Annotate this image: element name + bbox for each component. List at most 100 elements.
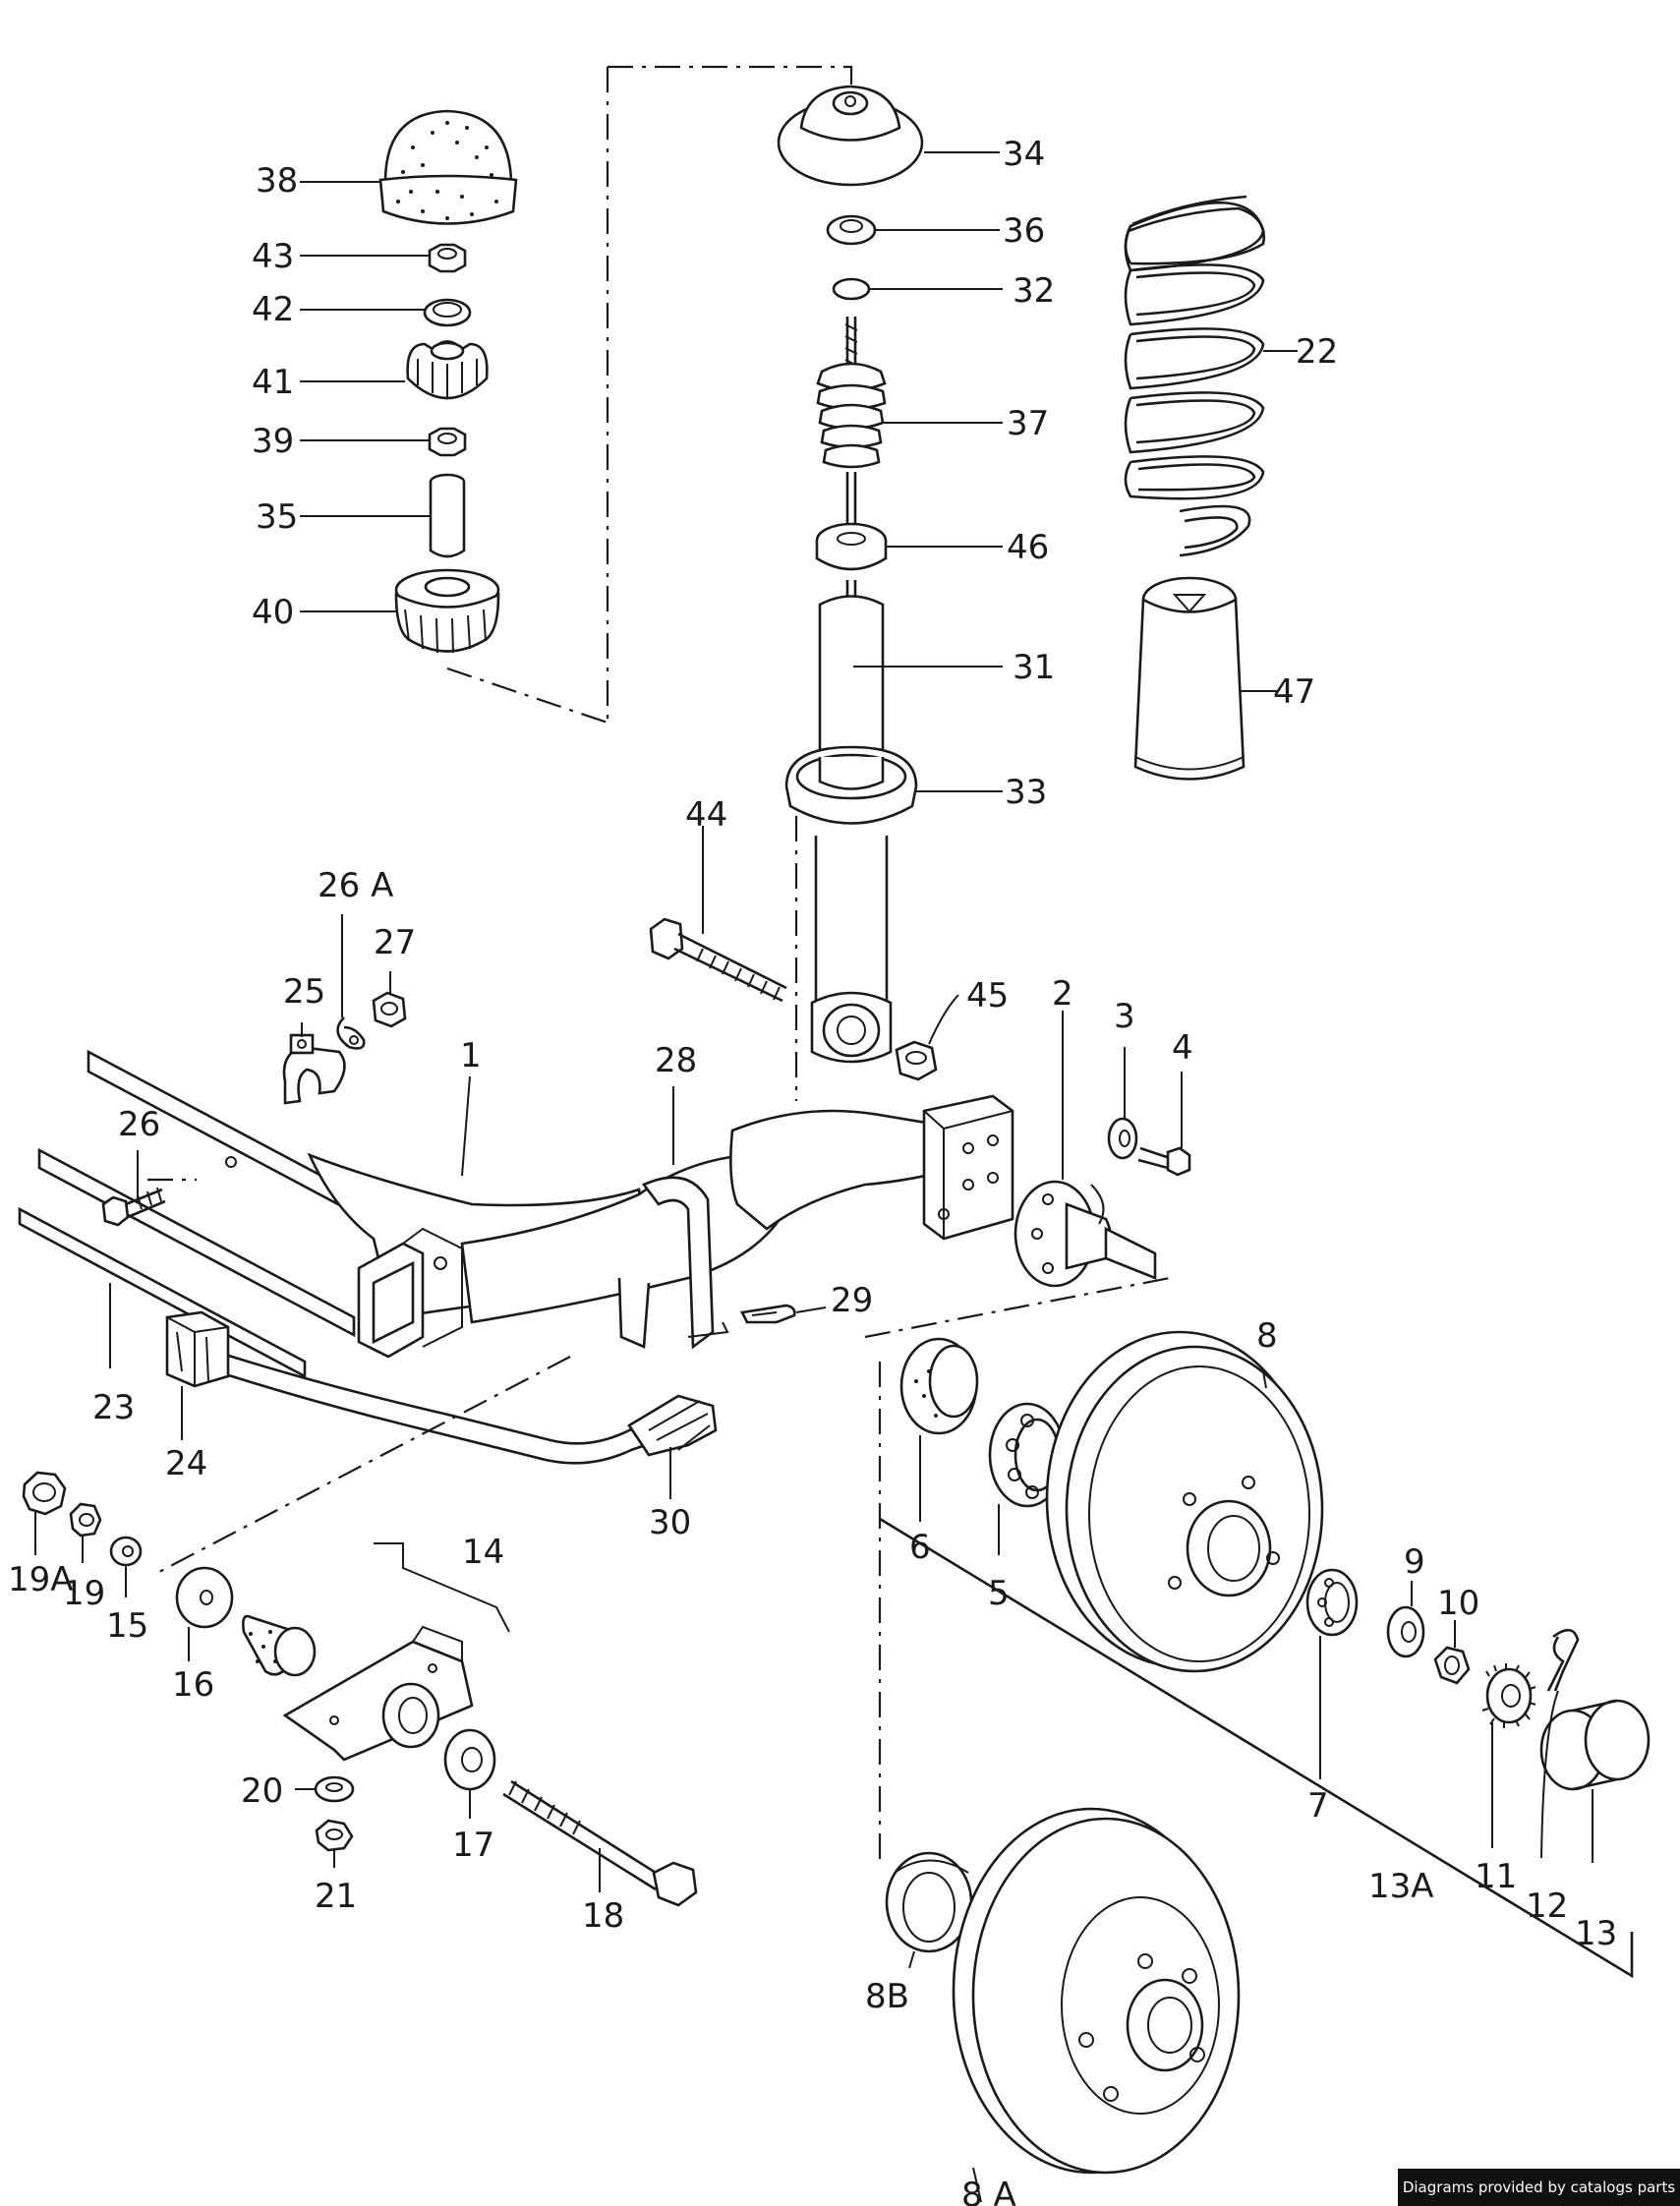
callout-24: 24: [165, 1444, 207, 1483]
callout-26: 26: [118, 1105, 160, 1144]
callout-12: 12: [1526, 1887, 1568, 1926]
coil-spring-22: [1124, 195, 1266, 557]
callout-13A: 13A: [1368, 1867, 1434, 1906]
nut-45: [895, 1040, 938, 1081]
callout-39: 39: [252, 422, 294, 461]
callout-42: 42: [252, 290, 294, 329]
washer-42: [423, 298, 472, 327]
callout-14: 14: [462, 1533, 504, 1572]
bolt-44: [649, 917, 787, 1003]
callout-9: 9: [1404, 1542, 1425, 1582]
callout-8B: 8B: [865, 1977, 909, 2016]
bump-cap-38: [378, 109, 518, 225]
callout-labels: 38 43 42 41 39 35 40 34 36 32 37 46 31 3…: [8, 135, 1617, 2206]
callout-3: 3: [1114, 997, 1135, 1036]
lock-ring-11: [1481, 1663, 1536, 1728]
callout-5: 5: [988, 1574, 1010, 1613]
clip-29: [740, 1304, 796, 1324]
strut-top-mount-34: [777, 85, 924, 187]
callout-36: 36: [1003, 211, 1045, 251]
washer-36: [826, 214, 877, 246]
callout-32: 32: [1013, 271, 1055, 311]
bolt-18: [502, 1779, 698, 1907]
nut-19: [69, 1502, 102, 1538]
callout-6: 6: [909, 1528, 931, 1567]
speckle-texture: [249, 121, 938, 1663]
callout-45: 45: [966, 976, 1009, 1016]
callout-41: 41: [252, 363, 294, 402]
callout-18: 18: [582, 1896, 624, 1936]
shock-absorber-31: [810, 580, 893, 1064]
thrust-washer-9: [1386, 1605, 1425, 1658]
callout-34: 34: [1003, 135, 1045, 174]
rear-axle-beam-1: [18, 1049, 1014, 1379]
leader-lines: [34, 151, 1593, 2203]
nut-27: [372, 991, 407, 1028]
spring-seat-33: [784, 745, 918, 825]
callout-7: 7: [1307, 1786, 1329, 1826]
bearing-mount-40: [394, 568, 500, 654]
callout-20: 20: [241, 1771, 283, 1811]
bearing-outer-race-6: [899, 1337, 979, 1435]
taper-bearing-5: [988, 1402, 1067, 1508]
callout-22: 22: [1296, 332, 1338, 372]
mounting-strap-28: [617, 1176, 729, 1350]
callout-1: 1: [460, 1036, 482, 1075]
callout-8A: 8 A: [961, 2176, 1016, 2206]
nut-43: [428, 243, 467, 273]
bushing-30: [627, 1394, 718, 1457]
callout-21: 21: [315, 1877, 357, 1916]
stub-axle-2: [1014, 1180, 1157, 1288]
washer-17: [443, 1728, 496, 1791]
callout-47: 47: [1273, 672, 1315, 712]
callout-8: 8: [1256, 1316, 1278, 1356]
cotter-pin-12: [1546, 1628, 1580, 1692]
callout-2: 2: [1052, 974, 1073, 1014]
piston-rod-and-buffer-37: [816, 317, 887, 531]
dust-boot-47: [1133, 576, 1246, 781]
bolt-26: [101, 1187, 166, 1227]
callout-28: 28: [655, 1041, 697, 1080]
stabilizer-bar-23: [215, 1350, 669, 1465]
rubber-buffer-41: [406, 340, 489, 400]
bearing-7: [1305, 1568, 1359, 1637]
watermark-badge: Diagrams provided by catalogs parts: [1398, 2169, 1680, 2206]
bearing-8B: [885, 1851, 973, 1953]
callout-44: 44: [685, 795, 727, 835]
washer-15: [109, 1536, 143, 1567]
callout-46: 46: [1007, 528, 1049, 567]
grease-cap-13: [1539, 1699, 1651, 1791]
brake-disc-8A: [952, 1807, 1241, 2175]
callout-23: 23: [92, 1388, 135, 1427]
brake-drum-8: [1045, 1330, 1324, 1673]
callout-4: 4: [1172, 1028, 1193, 1068]
rubber-bushing-24: [165, 1310, 230, 1388]
mount-bracket-14: [282, 1625, 474, 1762]
callout-29: 29: [831, 1281, 873, 1320]
bolt-4: [1137, 1146, 1191, 1177]
washer-16: [175, 1566, 234, 1629]
callout-11: 11: [1475, 1857, 1517, 1896]
stop-ring-46: [815, 522, 888, 571]
hex-nut-10: [1433, 1646, 1471, 1685]
callout-13: 13: [1575, 1914, 1617, 1953]
ring-32: [832, 277, 871, 301]
nut-21: [315, 1819, 354, 1852]
callout-43: 43: [252, 237, 294, 276]
callout-37: 37: [1007, 404, 1049, 443]
callout-26A: 26 A: [318, 866, 393, 905]
clamp-25: [282, 1033, 346, 1105]
callout-27: 27: [374, 923, 416, 962]
callout-33: 33: [1005, 773, 1047, 812]
assembly-lines: [147, 65, 1171, 1868]
callout-19: 19: [63, 1574, 105, 1613]
washer-3: [1107, 1117, 1138, 1160]
callout-31: 31: [1013, 648, 1055, 687]
callout-40: 40: [252, 593, 294, 632]
clip-26A: [336, 1016, 366, 1050]
callout-38: 38: [256, 161, 298, 201]
bracket-13A: [879, 1517, 1634, 1979]
nut-39: [428, 427, 467, 457]
callout-25: 25: [283, 972, 325, 1012]
